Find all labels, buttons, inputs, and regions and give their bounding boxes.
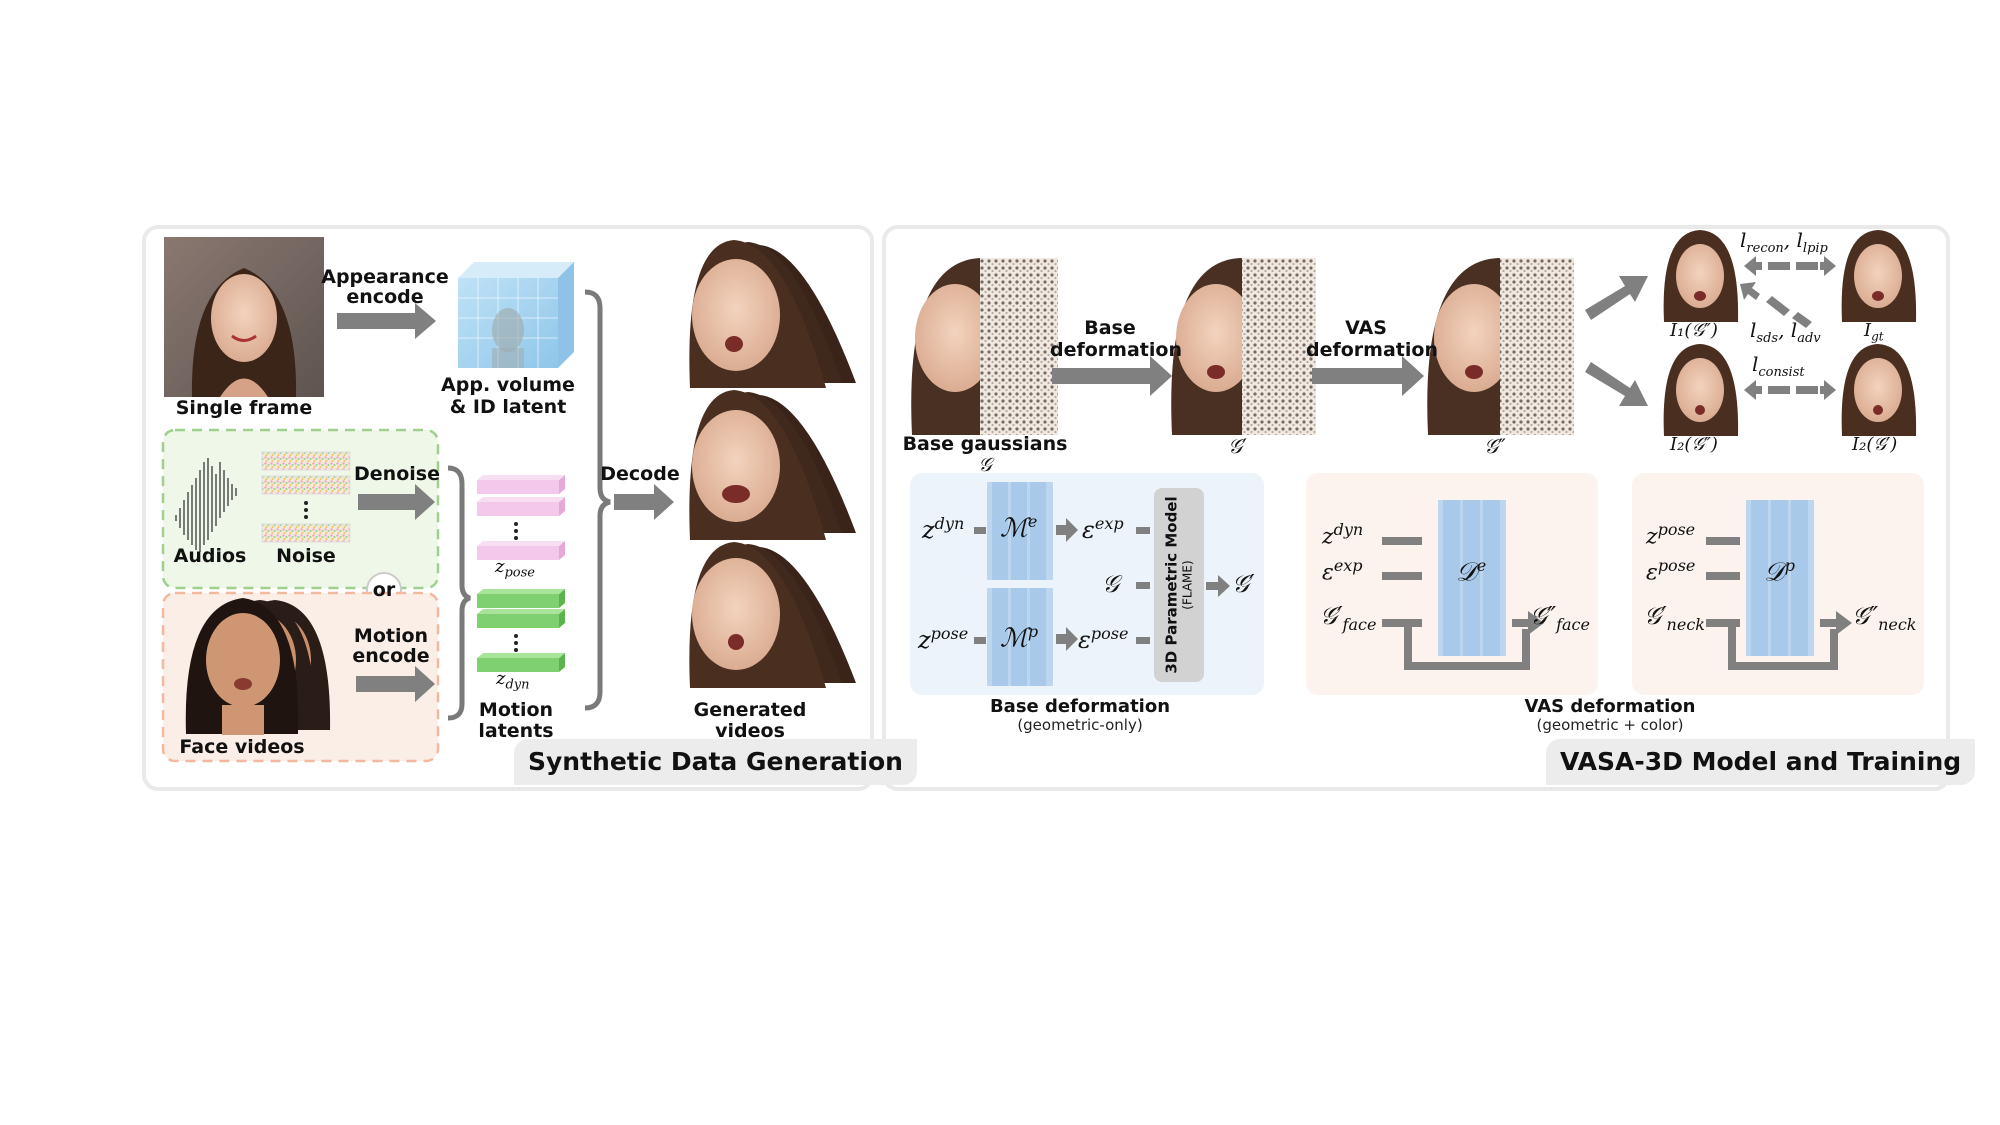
vas-face-g-out: 𝒢″face	[1530, 602, 1590, 634]
motion-latents-brace	[447, 465, 471, 721]
audio-waveform-icon	[175, 458, 237, 552]
base-z-dyn: zdyn	[922, 514, 965, 544]
app-volume-label-2: & ID latent	[449, 396, 567, 418]
D-e-label: 𝒟e	[1456, 556, 1487, 588]
M-e-label: ℳe	[1000, 512, 1038, 544]
render-Igt-face	[1841, 230, 1917, 322]
render-I2-prime-face	[1841, 344, 1917, 436]
decode-arrow	[614, 484, 674, 520]
vas-face-eps-exp: εexp	[1322, 556, 1363, 586]
base-box-connectors	[974, 518, 1230, 651]
app-volume-label-1: App. volume	[441, 374, 575, 396]
M-p-label: ℳp	[1000, 622, 1039, 654]
render-I1-face	[1663, 230, 1739, 322]
decode-brace	[584, 289, 611, 711]
vas-deformation-arrow	[1312, 356, 1424, 396]
fork-arrow-down	[1585, 362, 1648, 406]
render-I2-dprime-face	[1663, 344, 1739, 436]
z-pose-latent-bars	[477, 475, 565, 560]
base-deformation-subtitle: (geometric-only)	[1017, 716, 1143, 734]
I2-dprime-label: I₂(𝒢″)	[1670, 434, 1718, 455]
noise-stack-icon	[261, 451, 351, 543]
vas-neck-connectors	[1706, 537, 1852, 670]
base-deformation-arrow	[1052, 356, 1172, 396]
motion-latents-label: Motion latents	[478, 699, 554, 742]
vas-neck-eps-pose: εpose	[1646, 556, 1696, 586]
generated-video-3	[689, 542, 856, 688]
vas-face-connectors	[1382, 537, 1544, 670]
vas-face-g-in: 𝒢′face	[1320, 602, 1377, 634]
app-volume-cube	[458, 262, 574, 368]
flame-model-block	[1154, 488, 1204, 682]
base-G-out-label: 𝒢′	[1232, 570, 1255, 598]
vas-neck-g-out: 𝒢″neck	[1852, 602, 1917, 634]
Igt-label: Igt	[1864, 320, 1884, 344]
loss-recon-arrow	[1744, 256, 1836, 276]
D-e-network	[1438, 500, 1506, 656]
generated-video-1	[689, 240, 856, 388]
audios-label: Audios	[173, 545, 247, 567]
generated-video-2	[689, 390, 856, 540]
motion-encode-label-1: Motion	[353, 625, 429, 647]
vas-deformation-arrow-label-1: VAS	[1345, 317, 1387, 339]
fork-arrow-up	[1585, 276, 1648, 320]
vas-face-z-dyn: zdyn	[1322, 520, 1364, 550]
noise-label: Noise	[276, 545, 336, 567]
vas-neck-g-in: 𝒢′neck	[1644, 602, 1705, 634]
z-dyn-latent-bars	[477, 589, 565, 672]
vas-deformation-title: VAS deformation	[1524, 696, 1696, 717]
vas-neck-z-pose: zpose	[1646, 520, 1696, 550]
base-z-pose: zpose	[918, 624, 969, 654]
base-deformation-title: Base deformation	[989, 696, 1171, 717]
M-p-network	[987, 588, 1053, 686]
g-prime-face	[1171, 258, 1316, 435]
loss-recon-lpip-label: lrecon, llpip	[1740, 228, 1828, 256]
loss-consist-arrow	[1744, 380, 1836, 400]
denoise-arrow	[358, 484, 435, 520]
appearance-encode-arrow	[337, 303, 436, 339]
audio-noise-box	[161, 428, 440, 590]
vas-deformation-arrow-label-2: deformation	[1306, 339, 1438, 361]
base-deformation-arrow-label-1: Base	[1084, 317, 1136, 339]
g-dprime-label: 𝒢″	[1484, 434, 1506, 458]
I1-label: I₁(𝒢″)	[1670, 320, 1718, 341]
eps-exp-label: εexp	[1082, 514, 1124, 544]
base-gaussians-face	[911, 258, 1058, 435]
vasa3d-model-tag: VASA-3D Model and Training	[1546, 739, 1976, 785]
base-G-label: 𝒢	[1102, 570, 1120, 598]
base-deformation-arrow-label-2: deformation	[1050, 339, 1182, 361]
decode-label: Decode	[600, 463, 680, 485]
single-frame-photo	[164, 237, 324, 397]
motion-encode-arrow	[356, 666, 435, 702]
generated-videos-label: Generated videos	[693, 699, 807, 742]
single-frame-label: Single frame	[175, 397, 313, 419]
M-e-network	[987, 482, 1053, 580]
D-p-label: 𝒟p	[1764, 556, 1795, 588]
flame-label: 3D Parametric Model (FLAME)	[1162, 496, 1195, 674]
denoise-label: Denoise	[354, 463, 440, 485]
z-dyn-label: zdyn	[496, 668, 530, 693]
I2-prime-label: I₂(𝒢′)	[1852, 434, 1898, 455]
vas-deformation-subtitle: (geometric + color)	[1536, 716, 1684, 734]
base-gaussians-label: Base gaussians 𝒢	[902, 433, 1068, 476]
face-videos-label: Face videos	[179, 736, 305, 758]
loss-sds-adv-label: lsds, ladv	[1750, 318, 1821, 346]
synthetic-data-tag: Synthetic Data Generation	[514, 739, 917, 785]
loss-consist-label: lconsist	[1752, 352, 1805, 380]
D-p-network	[1746, 500, 1814, 656]
appearance-encode-label-1: Appearance	[321, 266, 449, 288]
loss-sds-adv-arrow	[1740, 282, 1812, 328]
motion-encode-label-2: encode	[352, 645, 430, 667]
g-dprime-face	[1427, 258, 1574, 435]
appearance-encode-label-2: encode	[346, 286, 424, 308]
z-pose-label: zpose	[495, 556, 535, 581]
g-prime-label: 𝒢′	[1228, 434, 1247, 458]
eps-pose-label: εpose	[1078, 624, 1129, 654]
face-video-stack	[185, 598, 331, 735]
or-label: or	[372, 579, 396, 601]
